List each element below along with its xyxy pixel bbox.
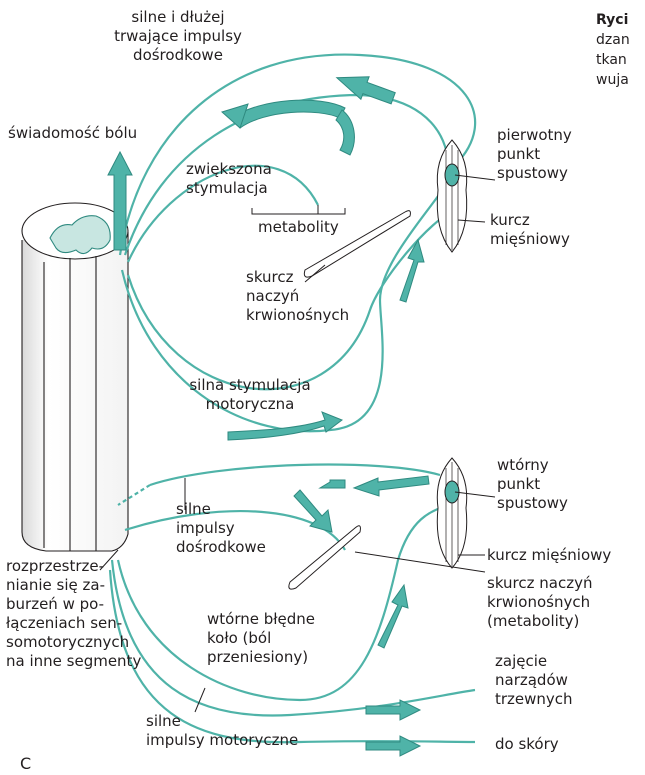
- caption-line: wuja: [596, 72, 629, 88]
- label-vasospasm-bottom: skurcz naczyń krwionośnych (metabolity): [487, 574, 592, 631]
- caption-line: dzan: [596, 32, 630, 48]
- arrow-afferent-1: [333, 66, 398, 109]
- label-line: do skóry: [495, 735, 559, 753]
- label-line: spustowy: [497, 494, 568, 513]
- label-line: przeniesiony): [207, 648, 315, 667]
- label-line: łączeniach sen-: [6, 614, 141, 633]
- vessel-bottom: [289, 526, 361, 589]
- arrow-secondary-stim: [294, 490, 332, 532]
- label-line: kurcz: [490, 211, 570, 230]
- secondary-cycle-pathways: [110, 465, 475, 743]
- label-line: mięśniowy: [490, 230, 570, 249]
- muscle-primary: [437, 140, 466, 252]
- label-muscle-spasm-top: kurcz mięśniowy: [490, 211, 570, 249]
- label-strong-afferent-impulses: silne impulsy dośrodkowe: [176, 500, 266, 557]
- label-line: skurcz naczyń: [487, 574, 592, 593]
- label-line: stymulacja: [186, 179, 272, 198]
- label-line: narządów: [495, 671, 573, 690]
- panel-letter: C: [20, 754, 31, 773]
- label-metabolites-top: metabolity: [258, 218, 339, 237]
- label-line: C: [20, 754, 31, 773]
- label-muscle-spasm-bottom: kurcz mięśniowy: [487, 546, 611, 565]
- label-line: nianie się za-: [6, 576, 141, 595]
- label-line: silna stymulacja: [170, 376, 330, 395]
- label-line: trzewnych: [495, 690, 573, 709]
- label-pain-awareness: świadomość bólu: [8, 124, 137, 143]
- label-visceral: zajęcie narządów trzewnych: [495, 652, 573, 709]
- label-line: impulsy motoryczne: [146, 731, 298, 750]
- label-line: koło (ból: [207, 629, 315, 648]
- label-line: dośrodkowe: [108, 46, 248, 65]
- label-line: punkt: [497, 145, 572, 164]
- arrow-secondary-afferent: [320, 480, 345, 488]
- label-line: skurcz: [246, 268, 349, 287]
- label-line: krwionośnych: [246, 306, 349, 325]
- spinal-cord-body: [22, 232, 128, 551]
- arrow-secondary-afferent-2: [354, 476, 429, 496]
- label-line: rozprzestrze-: [6, 557, 141, 576]
- label-line: zwiększona: [186, 160, 272, 179]
- label-strong-motor-stimulation: silna stymulacja motoryczna: [170, 376, 330, 414]
- label-line: silne i dłużej: [108, 8, 248, 27]
- label-line: spustowy: [497, 164, 572, 183]
- label-strong-motor-impulses: silne impulsy motoryczne: [146, 712, 298, 750]
- label-line: kurcz mięśniowy: [487, 546, 611, 564]
- muscle-secondary: [437, 458, 466, 568]
- label-line: metabolity: [258, 218, 339, 236]
- arrow-motor-bottom: [228, 412, 342, 440]
- label-line: impulsy: [176, 519, 266, 538]
- label-line: dośrodkowe: [176, 538, 266, 557]
- arrow-afferent-2: [232, 100, 345, 128]
- caption-title: Ryci: [596, 12, 628, 28]
- label-line: motoryczna: [170, 395, 330, 414]
- label-line: burzeń w po-: [6, 595, 141, 614]
- label-line: silne: [176, 500, 266, 519]
- caption-line: tkan: [596, 52, 627, 68]
- spinal-cord: [22, 203, 128, 551]
- label-line: somotorycznych: [6, 633, 141, 652]
- label-line: zajęcie: [495, 652, 573, 671]
- label-vasospasm-top: skurcz naczyń krwionośnych: [246, 268, 349, 325]
- label-line: krwionośnych: [487, 593, 592, 612]
- label-line: pierwotny: [497, 126, 572, 145]
- label-secondary-cycle: wtórne błędne koło (ból przeniesiony): [207, 610, 315, 667]
- label-primary-trigger: pierwotny punkt spustowy: [497, 126, 572, 183]
- label-secondary-trigger: wtórny punkt spustowy: [497, 456, 568, 513]
- label-increased-stimulation: zwiększona stymulacja: [186, 160, 272, 198]
- label-line: na inne segmenty: [6, 652, 141, 671]
- arrow-skin: [366, 736, 420, 756]
- label-spread: rozprzestrze- nianie się za- burzeń w po…: [6, 557, 141, 671]
- figure-caption: Ryci dzan tkan wuja: [596, 10, 630, 90]
- label-line: silne: [146, 712, 298, 731]
- label-impulses-top: silne i dłużej trwające impulsy dośrodko…: [108, 8, 248, 65]
- label-line: naczyń: [246, 287, 349, 306]
- arrow-stimulation: [336, 110, 354, 155]
- label-line: trwające impulsy: [108, 27, 248, 46]
- label-line: wtórne błędne: [207, 610, 315, 629]
- label-line: świadomość bólu: [8, 124, 137, 142]
- label-line: wtórny: [497, 456, 568, 475]
- label-to-skin: do skóry: [495, 735, 559, 754]
- label-line: punkt: [497, 475, 568, 494]
- arrow-motor-up: [400, 240, 424, 302]
- label-line: (metabolity): [487, 612, 592, 631]
